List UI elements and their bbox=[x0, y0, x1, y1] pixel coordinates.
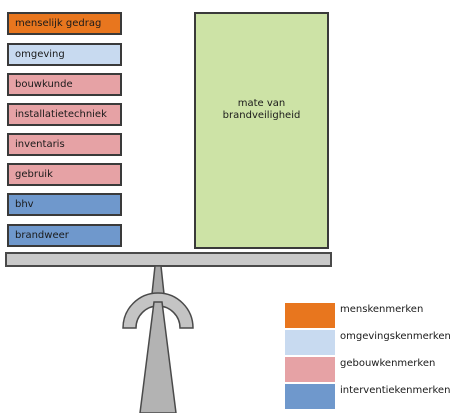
factor-box-installatietechniek: installatietechniek bbox=[7, 103, 122, 126]
factor-box-brandweer: brandweer bbox=[7, 224, 122, 247]
factor-box-bhv: bhv bbox=[7, 193, 122, 216]
fulcrum-pivot bbox=[151, 266, 165, 295]
factor-box-bouwkunde: bouwkunde bbox=[7, 73, 122, 96]
factor-box-omgeving: omgeving bbox=[7, 43, 122, 66]
legend-swatch-menskenmerken bbox=[285, 303, 335, 328]
factor-box-gebruik: gebruik bbox=[7, 163, 122, 186]
fire-safety-label-line1: mate van bbox=[237, 98, 286, 109]
legend-swatch-gebouwkenmerken bbox=[285, 357, 335, 382]
legend-label-gebouwkenmerken: gebouwkenmerken bbox=[340, 358, 436, 369]
balance-beam bbox=[5, 252, 332, 267]
factor-box-inventaris: inventaris bbox=[7, 133, 122, 156]
fulcrum-arch bbox=[122, 292, 194, 329]
legend-swatch-interventiekenmerken bbox=[285, 384, 335, 409]
fire-safety-label-line2: brandveiligheid bbox=[222, 110, 301, 121]
factor-box-menselijk-gedrag: menselijk gedrag bbox=[7, 12, 122, 35]
legend-label-interventiekenmerken: interventiekenmerken bbox=[340, 385, 451, 396]
fulcrum-stand bbox=[139, 301, 177, 413]
legend-label-menskenmerken: menskenmerken bbox=[340, 304, 424, 315]
balance-fulcrum bbox=[122, 266, 194, 413]
fire-safety-box: mate van brandveiligheid bbox=[194, 12, 329, 249]
legend-label-omgevingskenmerken: omgevingskenmerken bbox=[340, 331, 451, 342]
legend-swatch-omgevingskenmerken bbox=[285, 330, 335, 355]
